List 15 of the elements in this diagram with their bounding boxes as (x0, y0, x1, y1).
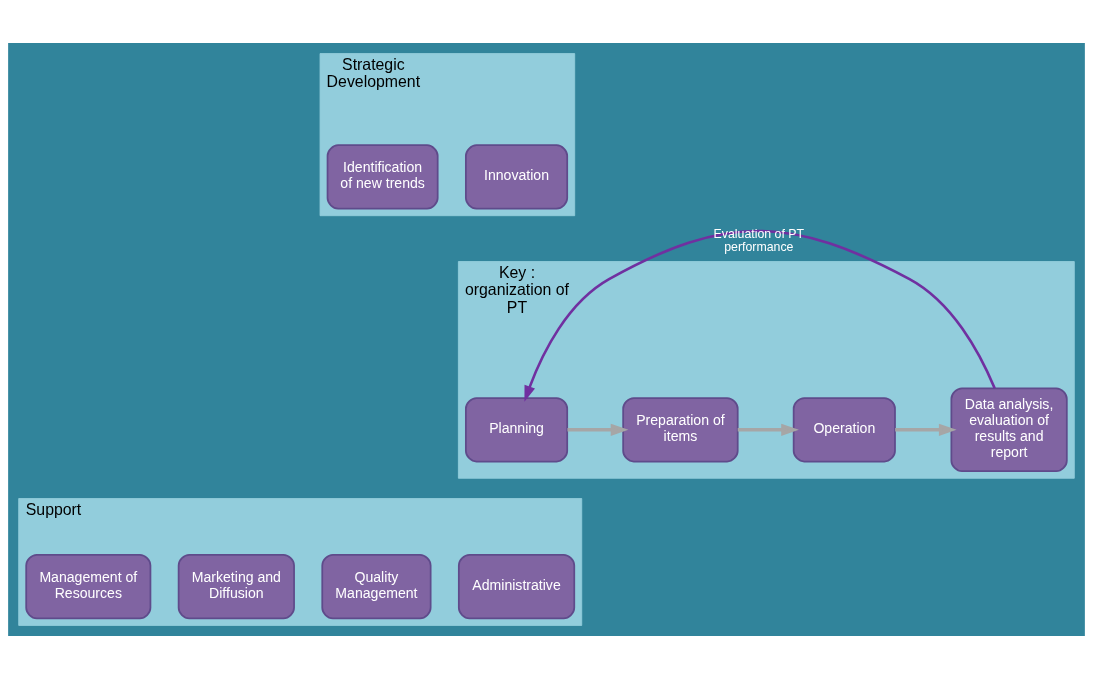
node-box: Quality Management (321, 553, 432, 619)
node-box: Marketing and Diffusion (177, 553, 295, 619)
node-box: Operation (792, 396, 896, 462)
node-box: Identification of new trends (326, 143, 439, 210)
arrow (737, 423, 799, 436)
arrow (524, 229, 996, 402)
node-box: Innovation (465, 143, 569, 210)
arrow (895, 423, 957, 436)
node-box: Management of Resources (25, 553, 152, 619)
edge-label: Evaluation of PT performance (713, 226, 805, 254)
node-box: Planning (465, 396, 569, 462)
arrow (567, 423, 629, 436)
node-box: Administrative (457, 553, 576, 619)
node-box: Data analysis, evaluation of results and report (950, 387, 1068, 472)
node-box: Preparation of items (622, 396, 739, 462)
